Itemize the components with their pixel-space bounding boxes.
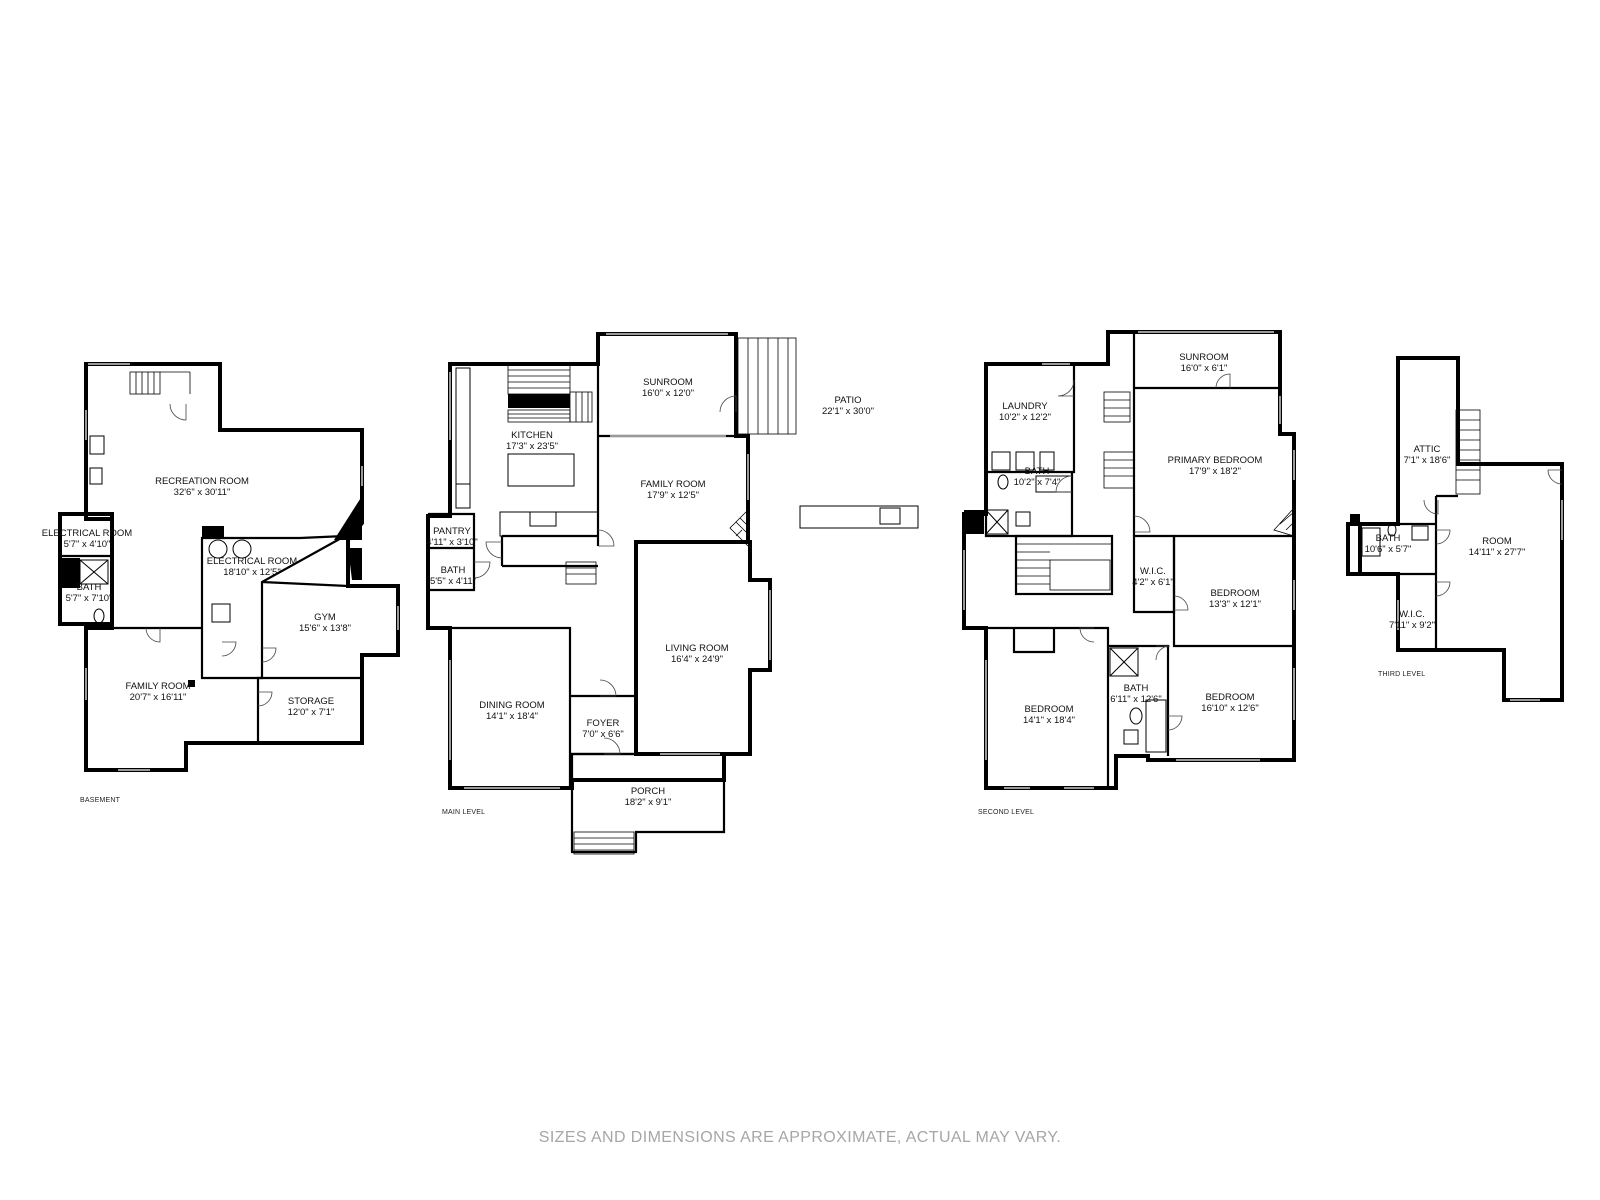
disclaimer-text: SIZES AND DIMENSIONS ARE APPROXIMATE, AC…: [538, 1129, 1062, 1146]
main-level-plan: [426, 332, 919, 855]
room-label: W.I.C.7'11" x 9'2": [1388, 609, 1436, 631]
room-label: W.I.C.4'2" x 6'1": [1132, 566, 1174, 588]
basement-plan: [58, 362, 400, 772]
third-level-plan: [1346, 356, 1564, 702]
level-label: MAIN LEVEL: [442, 809, 486, 816]
level-label: SECOND LEVEL: [978, 809, 1035, 816]
level-label: BASEMENT: [80, 797, 121, 804]
second-level-plan: [962, 330, 1296, 790]
level-label: THIRD LEVEL: [1378, 671, 1426, 678]
